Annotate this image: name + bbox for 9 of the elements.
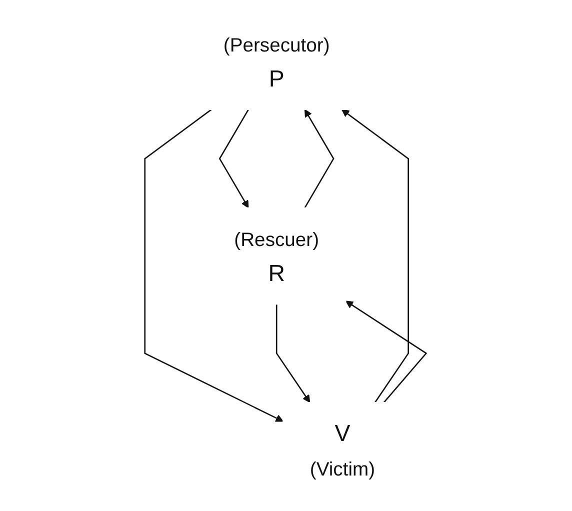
node-text: (Rescuer) R — [234, 228, 320, 286]
arrow — [304, 108, 335, 208]
arrow — [346, 300, 428, 402]
arrow — [219, 108, 250, 208]
arrow — [276, 304, 311, 402]
node-text: (Persecutor) P — [224, 33, 330, 92]
node-text: V (Victim) — [310, 418, 376, 480]
arrow — [144, 108, 284, 422]
arrow — [342, 108, 410, 402]
